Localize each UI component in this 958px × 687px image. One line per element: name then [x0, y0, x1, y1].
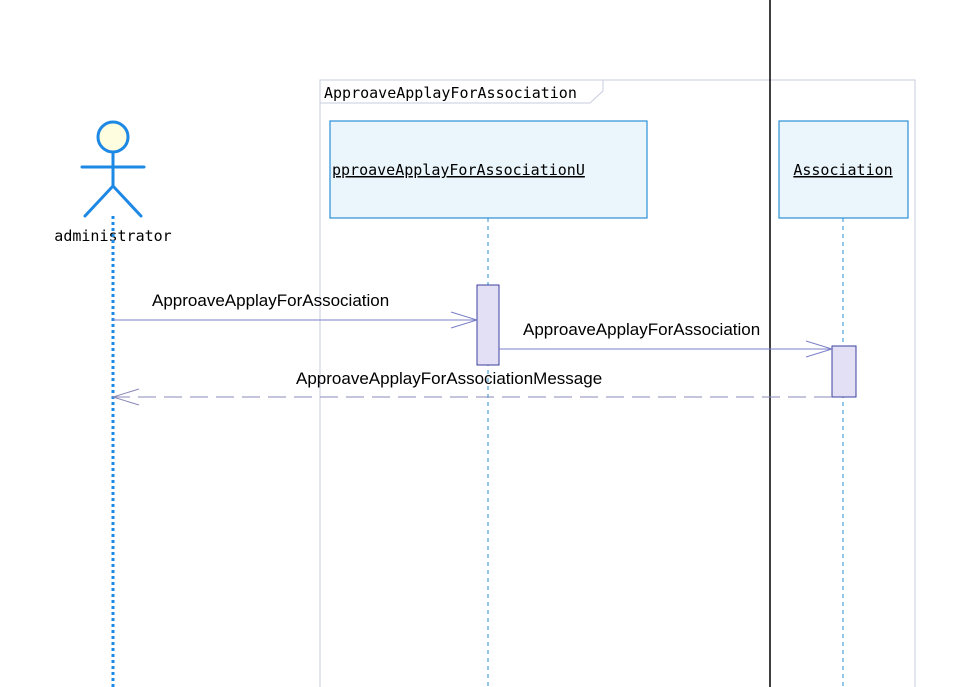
message-2-label: ApproaveApplayForAssociation [523, 320, 760, 339]
open-arrowhead-icon [450, 311, 479, 329]
open-arrowhead-icon [805, 340, 834, 358]
lifeline-association-box[interactable] [778, 120, 909, 219]
interaction-frame: ApproaveApplayForAssociation [319, 79, 916, 687]
activation-bar-association[interactable] [831, 345, 857, 398]
message-1[interactable]: ApproaveApplayForAssociation [113, 291, 479, 329]
lifeline-ui-label: pproaveApplayForAssociationU [332, 161, 585, 179]
actor-administrator[interactable]: administrator [54, 120, 172, 245]
message-3-label: ApproaveApplayForAssociationMessage [296, 369, 602, 388]
activation-bar-ui[interactable] [476, 284, 500, 366]
lifeline-ui[interactable]: pproaveApplayForAssociationU [329, 120, 648, 687]
open-arrowhead-icon [111, 388, 140, 406]
frame-title: ApproaveApplayForAssociation [324, 84, 577, 102]
message-1-label: ApproaveApplayForAssociation [152, 291, 389, 310]
stick-figure-actor-icon [80, 120, 146, 218]
message-2[interactable]: ApproaveApplayForAssociation [499, 320, 834, 358]
lifeline-association-label: Association [793, 161, 892, 179]
lifeline-association[interactable]: Association [778, 120, 909, 687]
message-3-return[interactable]: ApproaveApplayForAssociationMessage [111, 369, 832, 406]
